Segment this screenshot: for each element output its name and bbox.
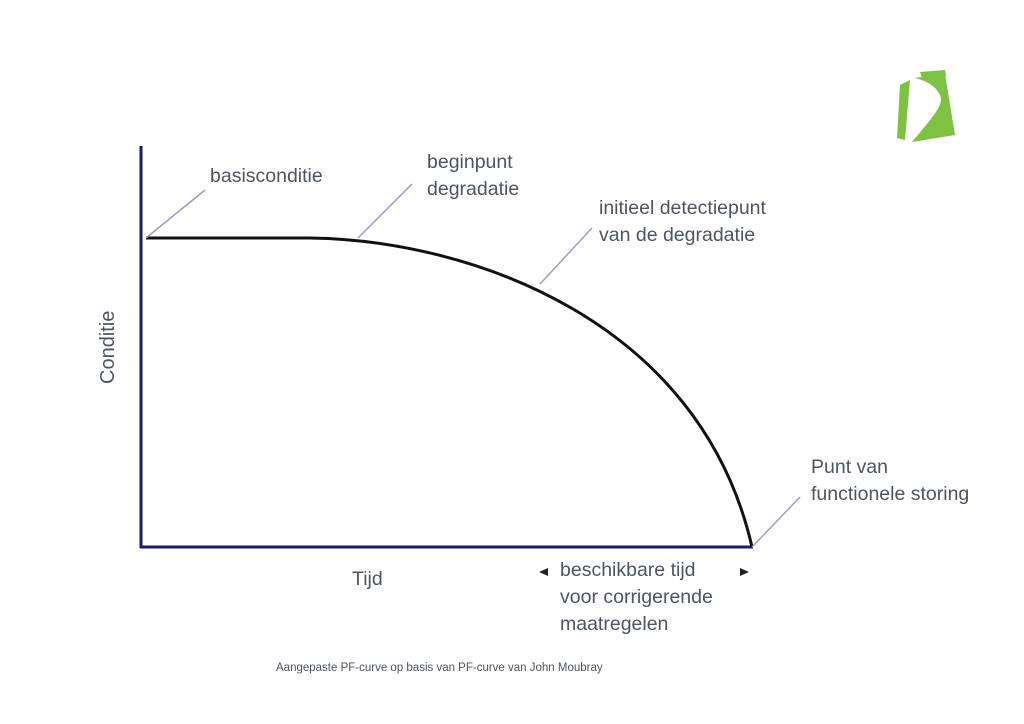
leader-basisconditie [145, 189, 206, 239]
label-basisconditie: basisconditie [210, 165, 323, 187]
label-beginpunt: beginpunt degradatie [427, 151, 520, 200]
arrow-left-icon [539, 568, 548, 576]
arrow-right-icon [740, 568, 749, 576]
y-axis-label: Conditie [97, 311, 119, 384]
caption: Aangepaste PF-curve op basis van PF-curv… [276, 662, 603, 674]
label-beschikbare-tijd: beschikbare tijd voor corrigerende maatr… [560, 559, 713, 635]
x-axis-label: Tijd [352, 568, 383, 590]
label-detectiepunt: initieel detectiepunt van de degradatie [599, 197, 766, 246]
leader-detectiepunt [539, 227, 593, 285]
pf-curve [146, 236, 754, 548]
leader-beginpunt [357, 183, 413, 239]
label-storing: Punt van functionele storing [811, 456, 970, 505]
leader-storing [751, 496, 801, 548]
logo [897, 70, 955, 142]
